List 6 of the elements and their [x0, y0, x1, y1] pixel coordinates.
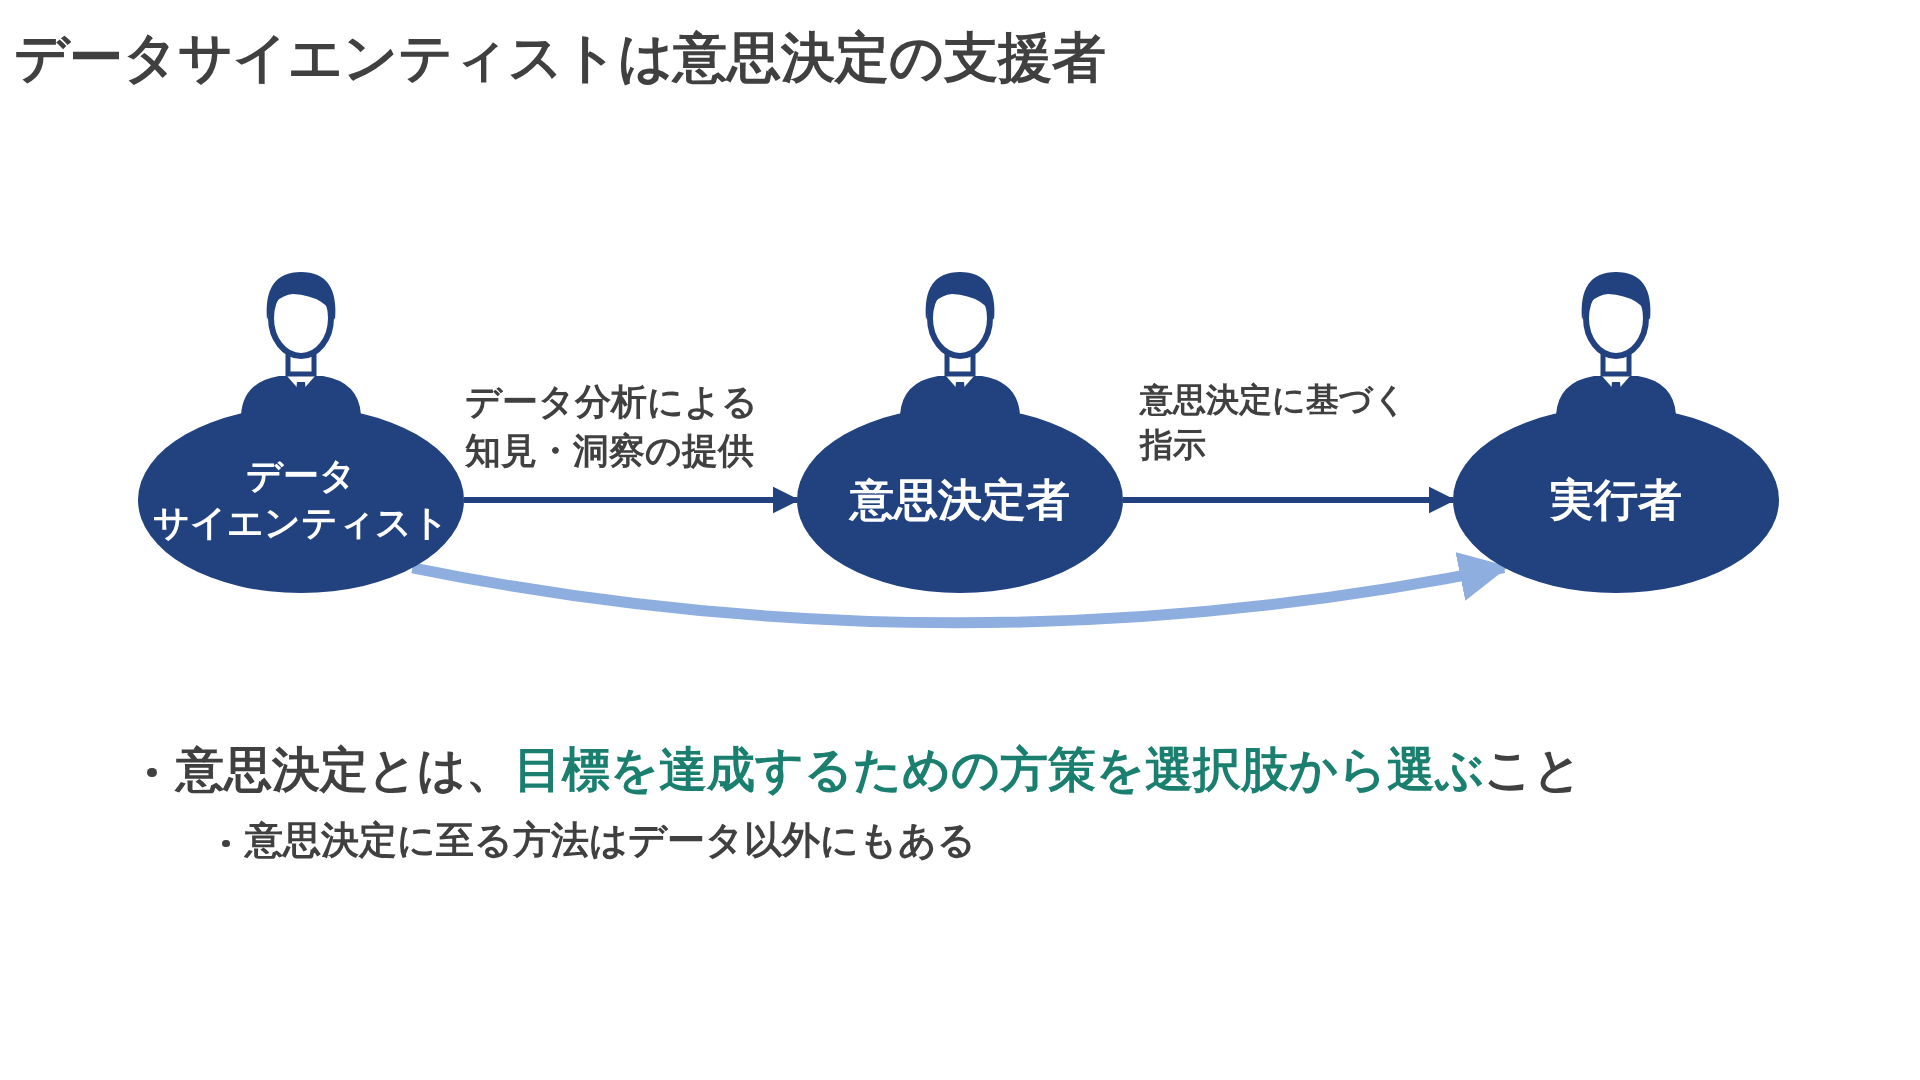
arrow	[411, 551, 1509, 629]
bullet-text: 意思決定とは、目標を達成するための方策を選択肢から選ぶこと	[175, 740, 1582, 799]
bullet-text: 意思決定に至る方法はデータ以外にもある	[244, 817, 976, 864]
edge-label: 意思決定に基づく指示	[1140, 379, 1408, 466]
title: データサイエンティストは意思決定の支援者	[14, 25, 1106, 91]
edge-label: データ分析による知見・洞察の提供	[465, 380, 759, 473]
